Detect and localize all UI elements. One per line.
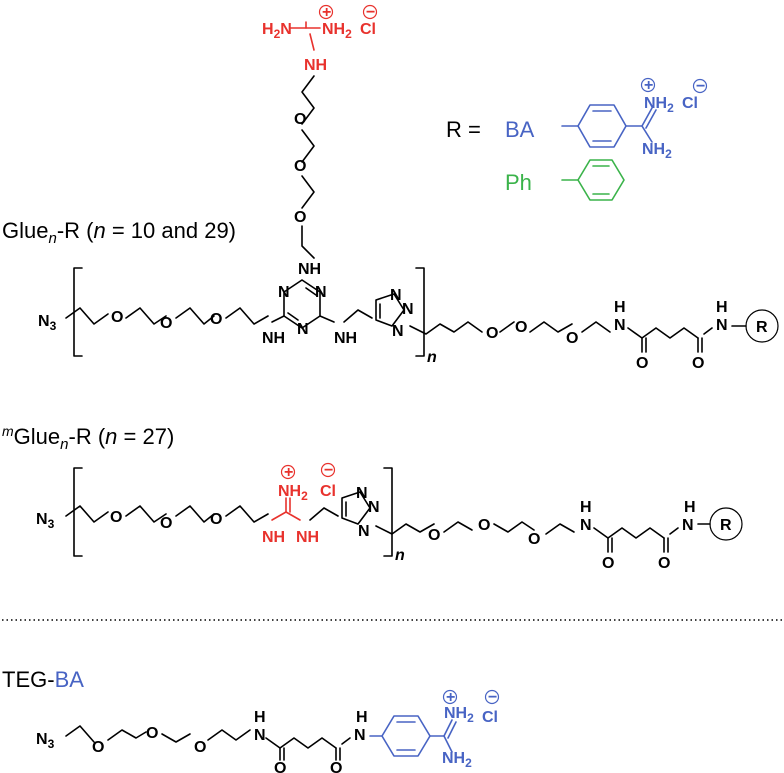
svg-text:R: R bbox=[720, 517, 732, 534]
svg-text:O: O bbox=[658, 555, 670, 572]
svg-text:O: O bbox=[274, 760, 286, 773]
svg-text:−: − bbox=[366, 4, 375, 21]
glue-title: Gluen-R (n = 10 and 29) bbox=[2, 218, 236, 247]
svg-text:N: N bbox=[254, 727, 266, 744]
svg-text:H: H bbox=[614, 299, 626, 316]
svg-text:O: O bbox=[566, 330, 578, 347]
svg-text:O: O bbox=[210, 511, 222, 528]
svg-text:O: O bbox=[210, 311, 222, 328]
svg-text:O: O bbox=[528, 531, 540, 548]
mglue-n3: N3 bbox=[36, 511, 55, 531]
svg-text:N: N bbox=[390, 287, 402, 304]
svg-text:O: O bbox=[636, 355, 648, 372]
glue-n3: N3 bbox=[38, 313, 57, 333]
mglue-structure: n N3 O O O NH NH NH2 Cl + − N N N O O O bbox=[36, 462, 743, 572]
svg-text:O: O bbox=[194, 739, 206, 756]
svg-text:+: + bbox=[284, 464, 293, 481]
glue-nh2-plus: NH2 bbox=[322, 21, 352, 41]
mglue-title: mGluen-R (n = 27) bbox=[2, 423, 174, 453]
svg-text:O: O bbox=[294, 111, 306, 128]
svg-text:O: O bbox=[478, 517, 490, 534]
mglue-nh-right: NH bbox=[296, 529, 319, 546]
svg-text:+: + bbox=[644, 77, 653, 94]
svg-text:N: N bbox=[614, 317, 626, 334]
svg-text:H: H bbox=[684, 499, 696, 516]
svg-text:N: N bbox=[580, 517, 592, 534]
svg-text:N: N bbox=[315, 284, 327, 301]
svg-text:NH: NH bbox=[262, 330, 285, 347]
svg-text:H: H bbox=[356, 709, 368, 726]
svg-text:N: N bbox=[716, 317, 728, 334]
teg-n3: N3 bbox=[36, 731, 55, 751]
svg-text:O: O bbox=[428, 527, 440, 544]
svg-text:H: H bbox=[580, 499, 592, 516]
svg-text:n: n bbox=[395, 547, 405, 564]
svg-text:−: − bbox=[696, 78, 705, 95]
glue-r-circle bbox=[745, 309, 779, 343]
svg-text:N: N bbox=[297, 321, 309, 338]
svg-text:NH: NH bbox=[298, 261, 321, 278]
svg-text:+: + bbox=[446, 689, 455, 706]
svg-text:+: + bbox=[322, 4, 331, 21]
teg-title: TEG-BA bbox=[2, 667, 84, 692]
ph-label: Ph bbox=[505, 170, 532, 195]
svg-text:H: H bbox=[254, 709, 266, 726]
teg-ba-structure: N3 O O O H N O O H N NH2 Cl NH2 + − bbox=[36, 689, 500, 773]
svg-text:−: − bbox=[488, 689, 497, 706]
svg-text:N: N bbox=[278, 284, 290, 301]
teg-nh2-plus: NH2 bbox=[444, 705, 474, 725]
r-equals-label: R = bbox=[446, 117, 481, 142]
svg-text:N: N bbox=[402, 301, 414, 318]
glue-structure: H2N NH2 Cl + − NH O O O NH N N N n N3 O bbox=[38, 4, 779, 372]
svg-text:O: O bbox=[92, 739, 104, 756]
ba-cl: Cl bbox=[682, 95, 698, 112]
teg-cl: Cl bbox=[482, 709, 498, 726]
mglue-r-circle bbox=[709, 507, 743, 541]
glue-h2n: H2N bbox=[262, 21, 292, 41]
svg-text:N: N bbox=[392, 323, 404, 340]
svg-text:H: H bbox=[716, 299, 728, 316]
svg-text:N: N bbox=[682, 517, 694, 534]
svg-text:O: O bbox=[692, 355, 704, 372]
svg-text:−: − bbox=[324, 462, 333, 479]
svg-text:O: O bbox=[160, 515, 172, 532]
svg-text:R: R bbox=[756, 319, 768, 336]
svg-text:N: N bbox=[368, 499, 380, 516]
svg-text:O: O bbox=[602, 555, 614, 572]
svg-text:O: O bbox=[111, 309, 123, 326]
teg-nh2: NH2 bbox=[442, 750, 472, 770]
svg-text:O: O bbox=[294, 158, 306, 175]
r-definition: R = BA NH2 Cl NH2 + − Ph bbox=[446, 77, 708, 201]
svg-text:NH: NH bbox=[334, 330, 357, 347]
svg-text:n: n bbox=[427, 349, 437, 366]
svg-text:N: N bbox=[354, 727, 366, 744]
benzamidine-fragment: NH2 Cl NH2 + − bbox=[561, 77, 708, 161]
svg-text:O: O bbox=[146, 725, 158, 742]
svg-text:O: O bbox=[110, 509, 122, 526]
ba-label: BA bbox=[505, 117, 535, 142]
svg-text:N: N bbox=[358, 523, 370, 540]
glue-cl: Cl bbox=[360, 21, 376, 38]
phenyl-fragment bbox=[561, 159, 625, 201]
ba-nh2-plus: NH2 bbox=[644, 95, 674, 115]
svg-text:O: O bbox=[160, 315, 172, 332]
svg-text:O: O bbox=[515, 319, 527, 336]
svg-text:O: O bbox=[330, 760, 342, 773]
ba-nh2: NH2 bbox=[642, 141, 672, 161]
glue-guan-nh: NH bbox=[304, 57, 327, 74]
svg-text:N: N bbox=[356, 485, 368, 502]
mglue-nh-left: NH bbox=[262, 529, 285, 546]
svg-text:O: O bbox=[486, 325, 498, 342]
mglue-cl: Cl bbox=[320, 483, 336, 500]
svg-text:O: O bbox=[294, 209, 306, 226]
mglue-nh2-plus: NH2 bbox=[278, 483, 308, 503]
